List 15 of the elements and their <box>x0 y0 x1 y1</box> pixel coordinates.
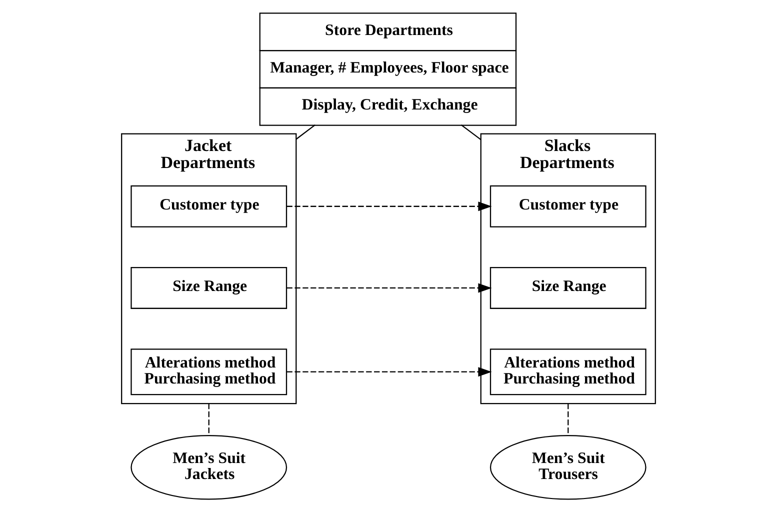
connector <box>296 124 316 140</box>
connector <box>208 404 210 436</box>
node-box: Customer type <box>490 185 646 228</box>
node-box: Size Range <box>490 267 646 309</box>
node-ellipse: Men’s Suit Trousers <box>490 435 646 500</box>
node-box: Alterations method Purchasing method <box>490 348 646 396</box>
node-box: Alterations method Purchasing method <box>130 348 288 396</box>
arrow <box>286 367 492 377</box>
node-ellipse: Men’s Suit Jackets <box>130 435 288 500</box>
connector <box>568 404 569 436</box>
arrow <box>286 283 492 293</box>
node-box: Size Range <box>130 267 288 309</box>
arrow <box>286 202 492 212</box>
connector <box>460 124 482 140</box>
node-box: Customer type <box>130 185 288 228</box>
